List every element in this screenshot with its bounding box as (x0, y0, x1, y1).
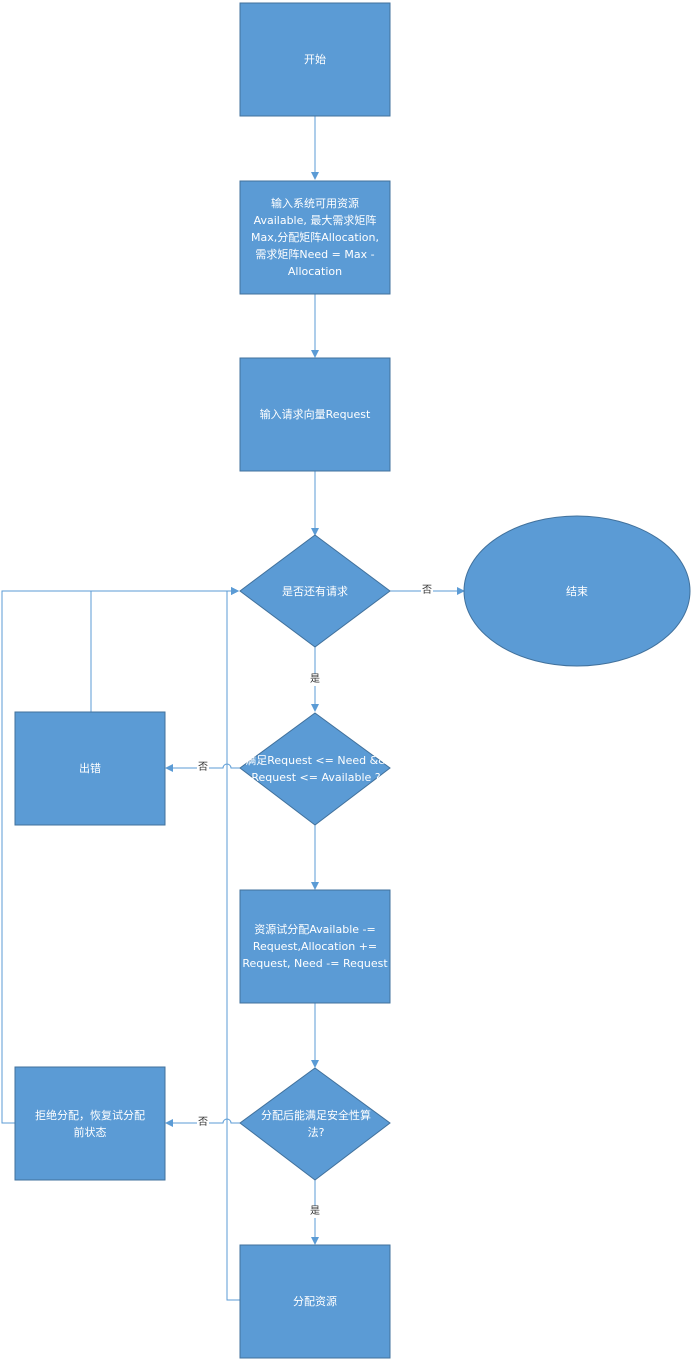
edge-label-no-reject: 否 (197, 1117, 209, 1129)
edge-allocate-loop-back (226, 587, 240, 1301)
safety-check-decision (239, 1067, 391, 1181)
start-node (239, 2, 391, 117)
reject-label: 拒绝分配，恢复试分配 前状态 (35, 1108, 145, 1139)
check-request-decision (239, 712, 391, 826)
end-label: 结束 (566, 584, 588, 598)
edge-label-no-error: 否 (197, 762, 209, 774)
edge-label-yes-allocate: 是 (309, 1206, 321, 1218)
error-node (14, 711, 166, 826)
has-request-label: 是否还有请求 (282, 584, 348, 598)
input-matrices-label: 输入系统可用资源 Available, 最大需求矩阵 Max,分配矩阵Alloc… (251, 197, 379, 278)
end-node (463, 515, 691, 667)
edge-error-loop-back (90, 587, 239, 712)
trial-alloc-node (239, 889, 391, 1004)
reject-node (14, 1066, 166, 1181)
error-label: 出错 (79, 762, 101, 775)
input-matrices-node (239, 180, 391, 295)
allocate-label: 分配资源 (293, 1295, 337, 1308)
allocate-node (239, 1244, 391, 1359)
start-label: 开始 (304, 53, 326, 66)
safety-check-label: 分配后能满足安全性算 法? (261, 1109, 371, 1139)
input-request-node (239, 357, 391, 472)
has-request-decision (239, 534, 391, 648)
check-request-label: 满足Request <= Need && Request <= Availabl… (245, 754, 387, 784)
edge-label-yes-check: 是 (309, 674, 321, 686)
trial-alloc-label: 资源试分配Available -= Request,Allocation += … (242, 923, 388, 970)
input-request-label: 输入请求向量Request (259, 408, 371, 421)
edge-reject-loop-back (1, 587, 239, 1124)
edge-label-no-end: 否 (421, 585, 433, 597)
